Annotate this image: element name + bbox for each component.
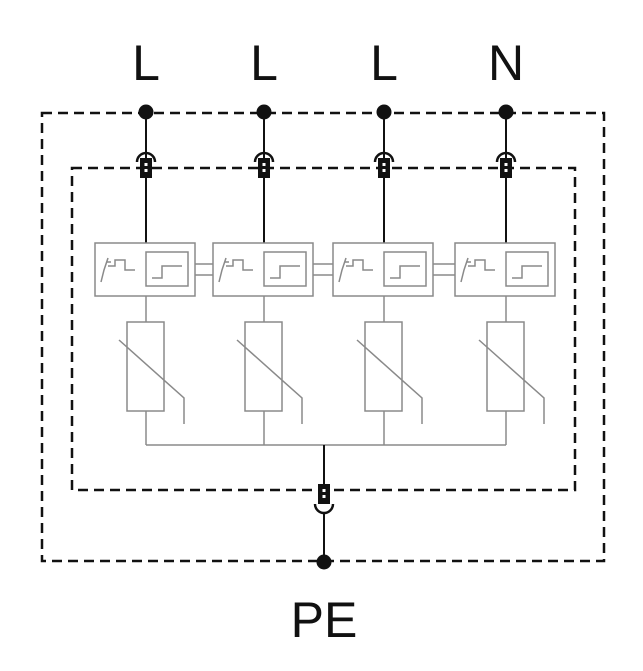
phase-groups: [94, 104, 556, 445]
phase-l2: [212, 104, 314, 445]
step-wave: [390, 265, 420, 279]
switch-blade: [338, 257, 347, 283]
thermal-disconnector-icon: [94, 242, 196, 297]
fuse-hook: [373, 151, 395, 163]
thermal-disconnector-icon: [212, 242, 314, 297]
disconnector-links: [195, 263, 455, 276]
terminal-label-n: N: [488, 35, 524, 91]
step-wave: [152, 265, 182, 279]
varistor-diagonal: [236, 339, 303, 424]
fuse-mark: [262, 169, 266, 172]
phase-l1: [94, 104, 196, 445]
varistor-icon: [364, 321, 403, 412]
switch-blade: [460, 257, 469, 283]
fuse-mark: [262, 163, 266, 166]
step-wave: [270, 265, 300, 279]
thermal-disconnector-icon: [454, 242, 556, 297]
switch-wave: [108, 259, 135, 271]
switch-blade: [100, 257, 109, 283]
disconnector-inner-box: [383, 251, 427, 287]
varistor-diagonal: [118, 339, 185, 424]
varistor-icon: [244, 321, 283, 412]
thermal-disconnector-icon: [332, 242, 434, 297]
fuse-mark: [504, 163, 508, 166]
fuse-hook: [135, 151, 157, 163]
fuse-icon: [258, 158, 270, 178]
fuse-icon: [140, 158, 152, 178]
fuse-icon: [318, 484, 330, 504]
phase-l3: [332, 104, 434, 445]
phase-n: [454, 104, 556, 445]
switch-blade: [218, 257, 227, 283]
terminal-label-l3: L: [370, 35, 398, 91]
varistor-icon: [486, 321, 525, 412]
fuse-icon: [500, 158, 512, 178]
outer-enclosure: [40, 111, 606, 563]
fuse-mark: [382, 163, 386, 166]
terminal-label-l2: L: [250, 35, 278, 91]
disconnector-inner-box: [263, 251, 307, 287]
switch-wave: [468, 259, 495, 271]
disconnector-inner-box: [505, 251, 549, 287]
varistor-icon: [126, 321, 165, 412]
switch-wave: [346, 259, 373, 271]
fuse-mark: [144, 169, 148, 172]
fuse-hook: [313, 503, 335, 515]
fuse-hook: [253, 151, 275, 163]
terminal-label-l1: L: [132, 35, 160, 91]
fuse-mark: [322, 489, 326, 492]
inner-module: [70, 166, 577, 492]
varistor-diagonal: [356, 339, 423, 424]
terminal-label-pe: PE: [291, 592, 358, 648]
varistor-diagonal: [478, 339, 545, 424]
step-wave: [512, 265, 542, 279]
pe-path: [313, 445, 335, 570]
fuse-icon: [378, 158, 390, 178]
fuse-mark: [382, 169, 386, 172]
terminal-dot-icon: [316, 554, 332, 570]
fuse-mark: [144, 163, 148, 166]
fuse-hook: [495, 151, 517, 163]
fuse-mark: [504, 169, 508, 172]
switch-wave: [226, 259, 253, 271]
disconnector-inner-box: [145, 251, 189, 287]
fuse-mark: [322, 495, 326, 498]
